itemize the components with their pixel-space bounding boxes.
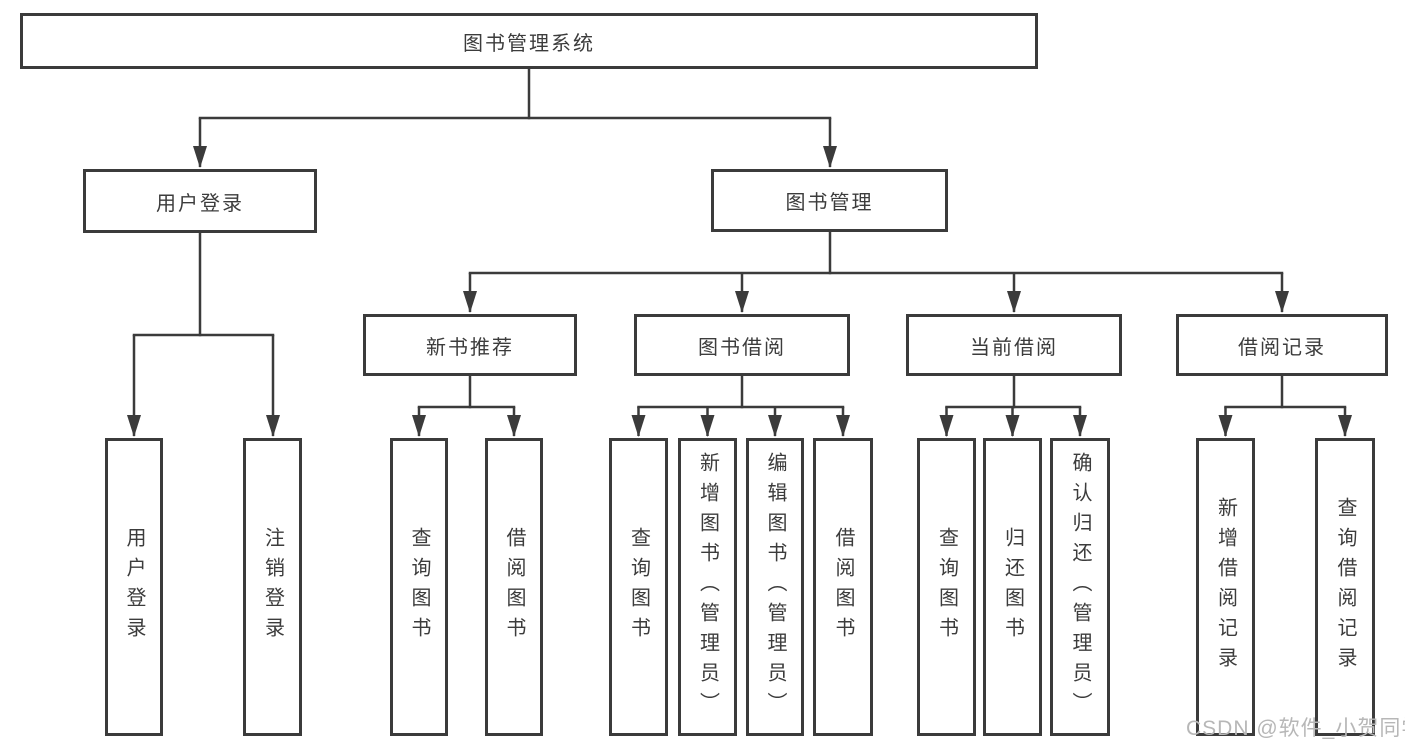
node-leaf-edit-book-admin: 编辑图书（管理员）	[746, 438, 804, 736]
node-leaf-logout: 注销登录	[243, 438, 302, 736]
node-leaf-add-book-admin: 新增图书（管理员）	[678, 438, 737, 736]
node-book-borrow: 图书借阅	[634, 314, 850, 376]
node-book-management: 图书管理	[711, 169, 948, 232]
node-leaf-return-books: 归还图书	[983, 438, 1042, 736]
node-leaf-add-borrow-record: 新增借阅记录	[1196, 438, 1255, 736]
node-leaf-query-books-1: 查询图书	[390, 438, 448, 736]
node-leaf-borrow-books-2: 借阅图书	[813, 438, 873, 736]
node-root: 图书管理系统	[20, 13, 1038, 69]
node-leaf-borrow-books-1: 借阅图书	[485, 438, 543, 736]
node-leaf-confirm-return-admin: 确认归还（管理员）	[1050, 438, 1110, 736]
node-leaf-query-books-3: 查询图书	[917, 438, 976, 736]
node-leaf-query-books-2: 查询图书	[609, 438, 668, 736]
node-leaf-query-borrow-record: 查询借阅记录	[1315, 438, 1375, 736]
node-new-book-recommend: 新书推荐	[363, 314, 577, 376]
node-current-borrow: 当前借阅	[906, 314, 1122, 376]
node-user-login: 用户登录	[83, 169, 317, 233]
node-borrow-records: 借阅记录	[1176, 314, 1388, 376]
csdn-watermark: CSDN @软件_小贺同学	[1186, 717, 1405, 740]
node-leaf-user-login: 用户登录	[105, 438, 163, 736]
